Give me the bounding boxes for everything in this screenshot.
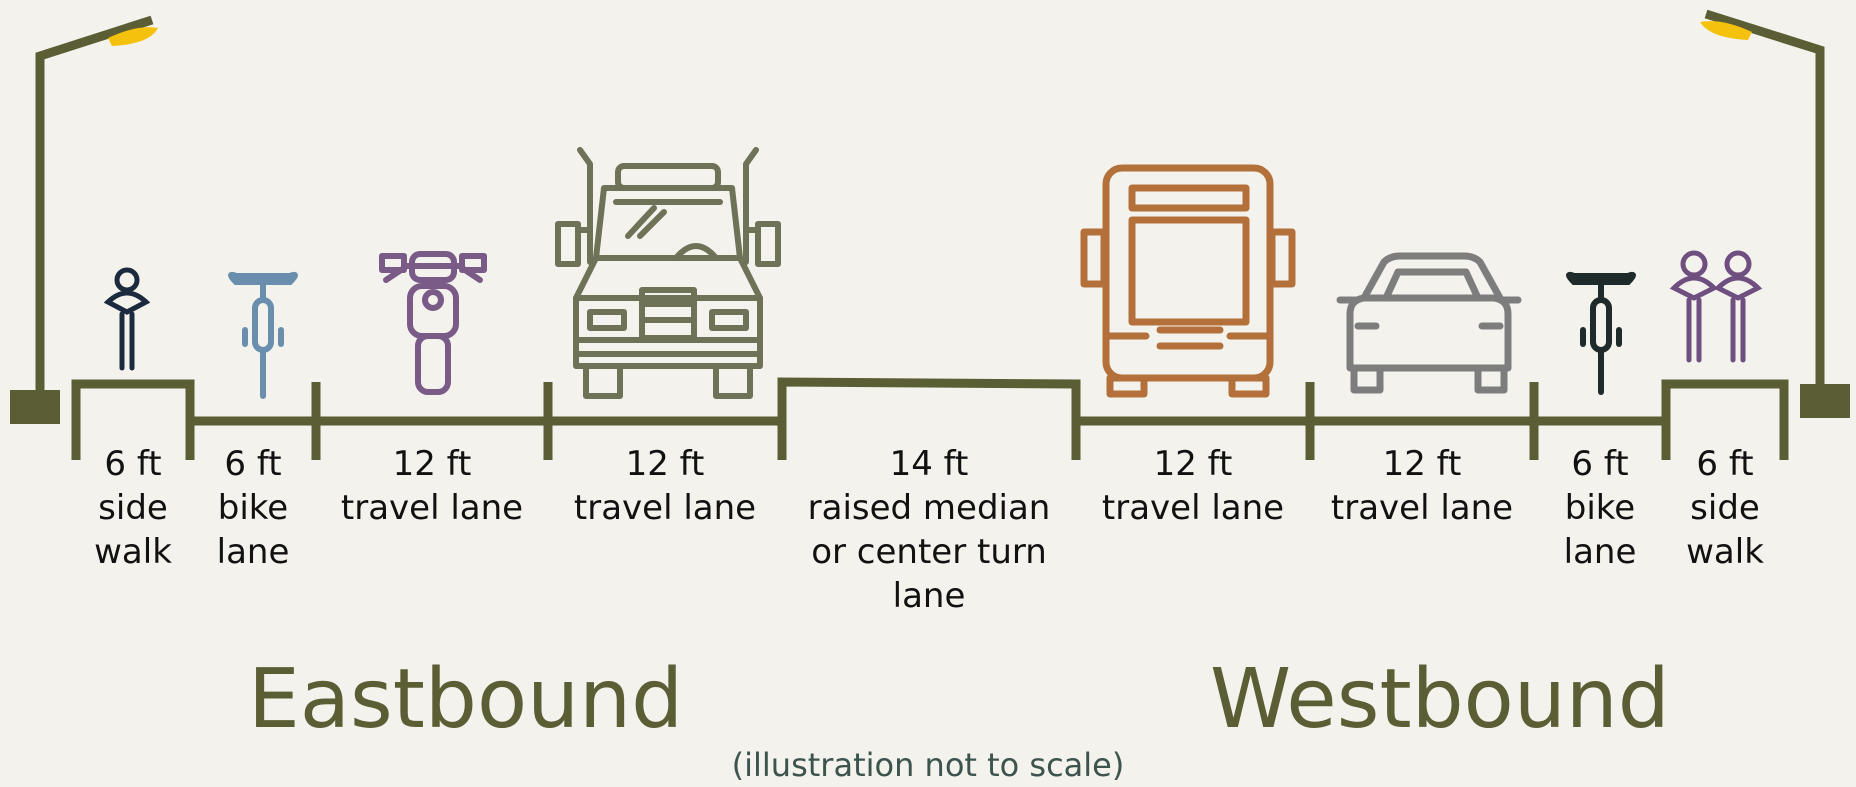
lane-width: 14 ft bbox=[889, 444, 969, 484]
lane-width: 12 ft bbox=[1382, 444, 1462, 484]
direction-westbound: Westbound bbox=[1210, 652, 1670, 747]
lane-label-east-sidewalk: 6 ft side walk bbox=[76, 442, 190, 574]
car-icon bbox=[1336, 252, 1522, 394]
pedestrian-icon bbox=[103, 267, 151, 371]
lane-label-east-travel-lane-2: 12 ft travel lane bbox=[548, 442, 782, 530]
lane-type-line: bike bbox=[1564, 488, 1636, 528]
lane-width: 12 ft bbox=[392, 444, 472, 484]
street-lamp-left-icon bbox=[10, 15, 158, 424]
lane-label-east-bike-lane: 6 ft bike lane bbox=[190, 442, 316, 574]
lane-type-line: lane bbox=[216, 532, 290, 572]
lane-width: 6 ft bbox=[1571, 444, 1629, 484]
lane-width: 6 ft bbox=[1696, 444, 1754, 484]
lane-type-line: walk bbox=[1686, 532, 1764, 572]
lane-type-line: side bbox=[98, 488, 168, 528]
lane-type-line: travel lane bbox=[1101, 488, 1285, 528]
bicycle-icon-west bbox=[1566, 271, 1636, 395]
lane-type-line: or center turn bbox=[811, 532, 1047, 572]
lane-label-west-travel-lane-1: 12 ft travel lane bbox=[1076, 442, 1310, 530]
direction-eastbound: Eastbound bbox=[248, 652, 684, 747]
motorcycle-icon bbox=[379, 251, 487, 395]
lane-label-west-bike-lane: 6 ft bike lane bbox=[1534, 442, 1666, 574]
road-profile bbox=[71, 377, 1789, 460]
street-lamp-right-icon bbox=[1700, 9, 1850, 418]
lane-width: 6 ft bbox=[104, 444, 162, 484]
lane-label-east-travel-lane-1: 12 ft travel lane bbox=[316, 442, 548, 530]
lane-type-line: travel lane bbox=[340, 488, 524, 528]
lane-label-median: 14 ft raised median or center turn lane bbox=[782, 442, 1076, 618]
lane-type-line: lane bbox=[1563, 532, 1637, 572]
lane-type-line: bike bbox=[217, 488, 289, 528]
lane-width: 12 ft bbox=[1153, 444, 1233, 484]
lane-type-line: raised median bbox=[807, 488, 1051, 528]
lane-type-line: side bbox=[1690, 488, 1760, 528]
lane-type-line: lane bbox=[892, 576, 966, 616]
truck-icon bbox=[555, 147, 781, 399]
lane-width: 6 ft bbox=[224, 444, 282, 484]
lane-label-west-travel-lane-2: 12 ft travel lane bbox=[1310, 442, 1534, 530]
lane-type-line: travel lane bbox=[1330, 488, 1514, 528]
lane-label-west-sidewalk: 6 ft side walk bbox=[1666, 442, 1784, 574]
bicycle-icon bbox=[228, 271, 298, 399]
two-pedestrians-icon bbox=[1669, 250, 1763, 363]
lane-type-line: travel lane bbox=[573, 488, 757, 528]
lane-width: 12 ft bbox=[625, 444, 705, 484]
lane-type-line: walk bbox=[94, 532, 172, 572]
bus-icon bbox=[1080, 164, 1296, 398]
footnote: (illustration not to scale) bbox=[731, 746, 1125, 784]
